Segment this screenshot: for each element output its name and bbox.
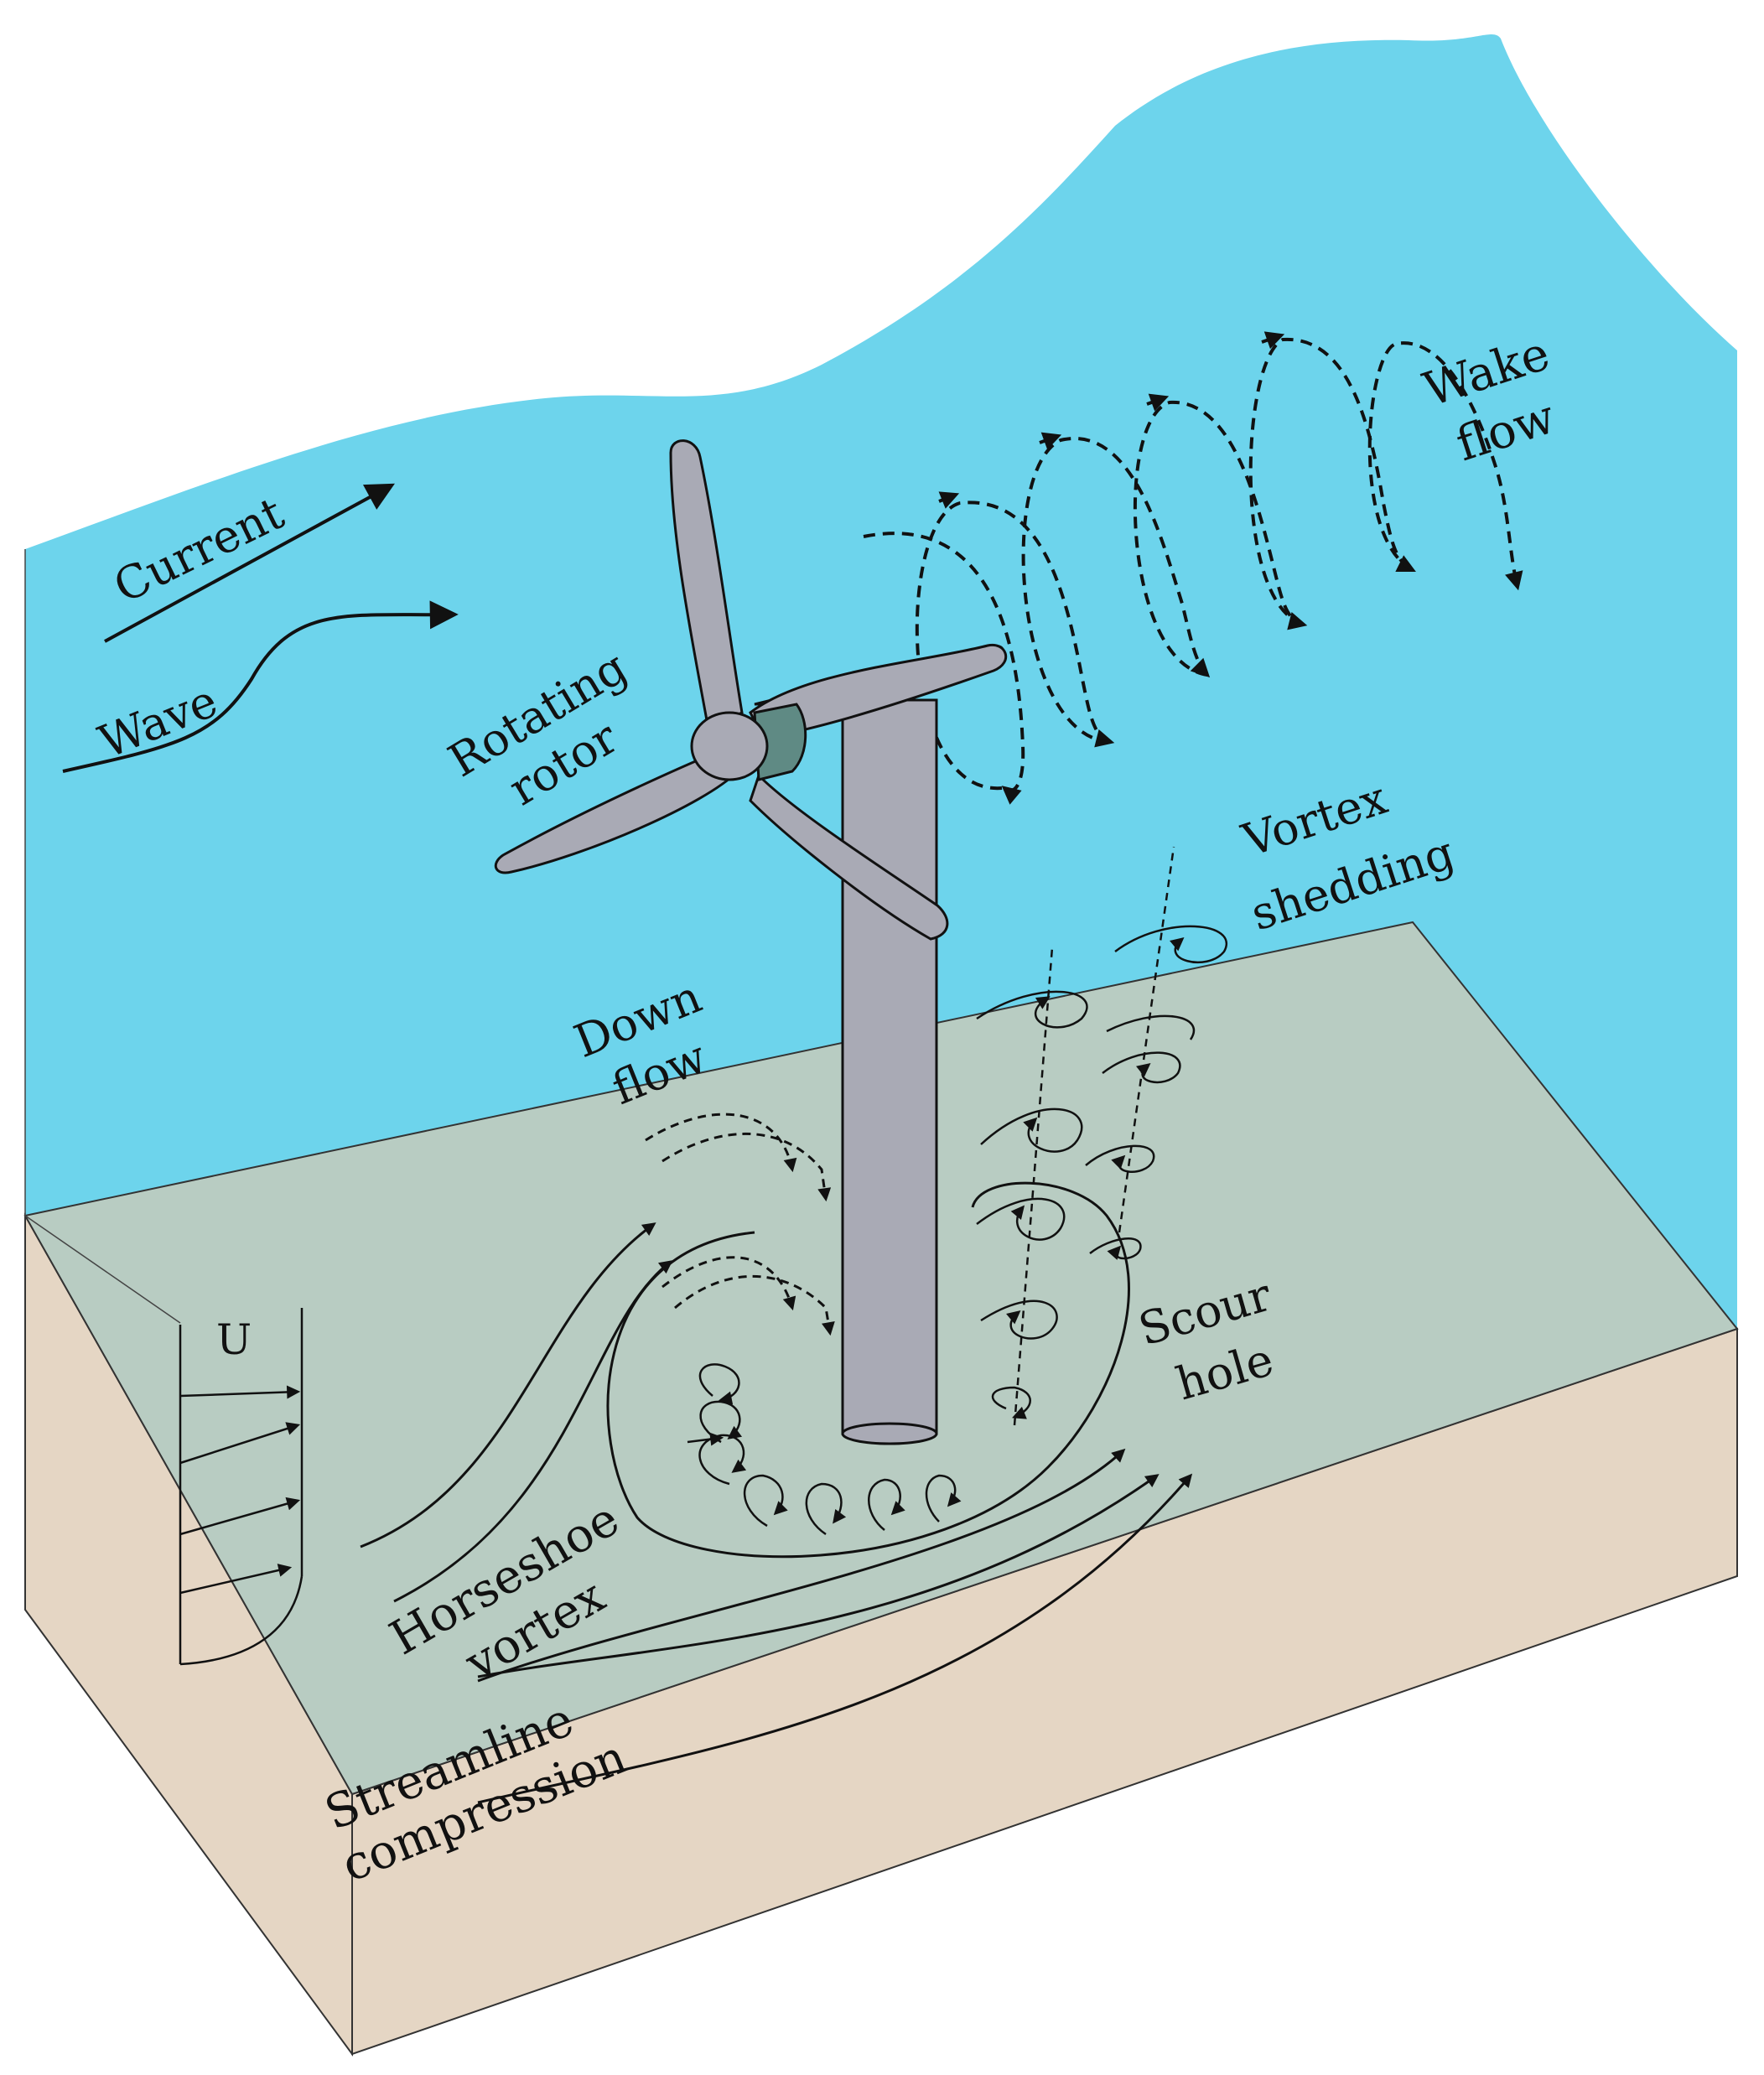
tower-base xyxy=(841,1422,938,1445)
label-velocity-u: U xyxy=(216,1315,252,1364)
horseshoe-vortex-streamlines xyxy=(360,1181,1193,1804)
water-edge-line xyxy=(24,1215,181,1324)
down-flow-arrows xyxy=(645,1113,835,1336)
velocity-profile xyxy=(179,1308,304,1666)
current-arrow xyxy=(104,483,395,643)
horseshoe-spirals xyxy=(687,1363,962,1536)
turbine-rotor xyxy=(494,439,1008,941)
vortex-shedding xyxy=(976,846,1227,1426)
wave-arrow xyxy=(62,600,459,773)
turbine-tower xyxy=(841,698,938,1435)
